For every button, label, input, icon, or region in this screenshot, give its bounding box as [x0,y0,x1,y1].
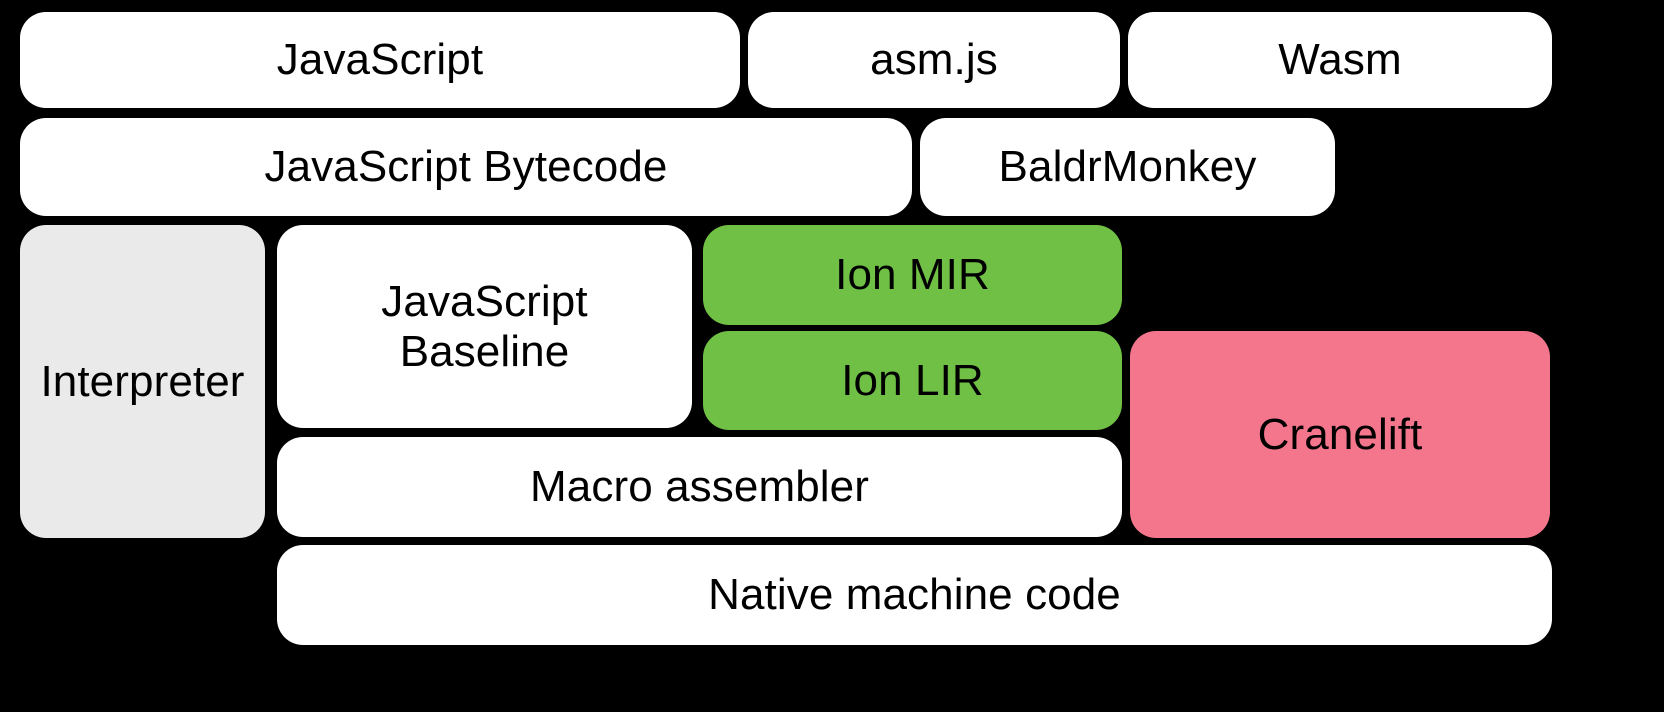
node-asm-js[interactable]: asm.js [748,12,1120,108]
node-javascript-bytecode[interactable]: JavaScript Bytecode [20,118,912,216]
node-macro-assembler[interactable]: Macro assembler [277,437,1122,537]
node-wasm[interactable]: Wasm [1128,12,1552,108]
node-native-machine-code[interactable]: Native machine code [277,545,1552,645]
node-ion-mir[interactable]: Ion MIR [703,225,1122,325]
node-baldrmonkey[interactable]: BaldrMonkey [920,118,1335,216]
node-ion-lir[interactable]: Ion LIR [703,331,1122,430]
node-javascript[interactable]: JavaScript [20,12,740,108]
node-interpreter[interactable]: Interpreter [20,225,265,538]
node-javascript-baseline[interactable]: JavaScript Baseline [277,225,692,428]
node-cranelift[interactable]: Cranelift [1130,331,1550,538]
